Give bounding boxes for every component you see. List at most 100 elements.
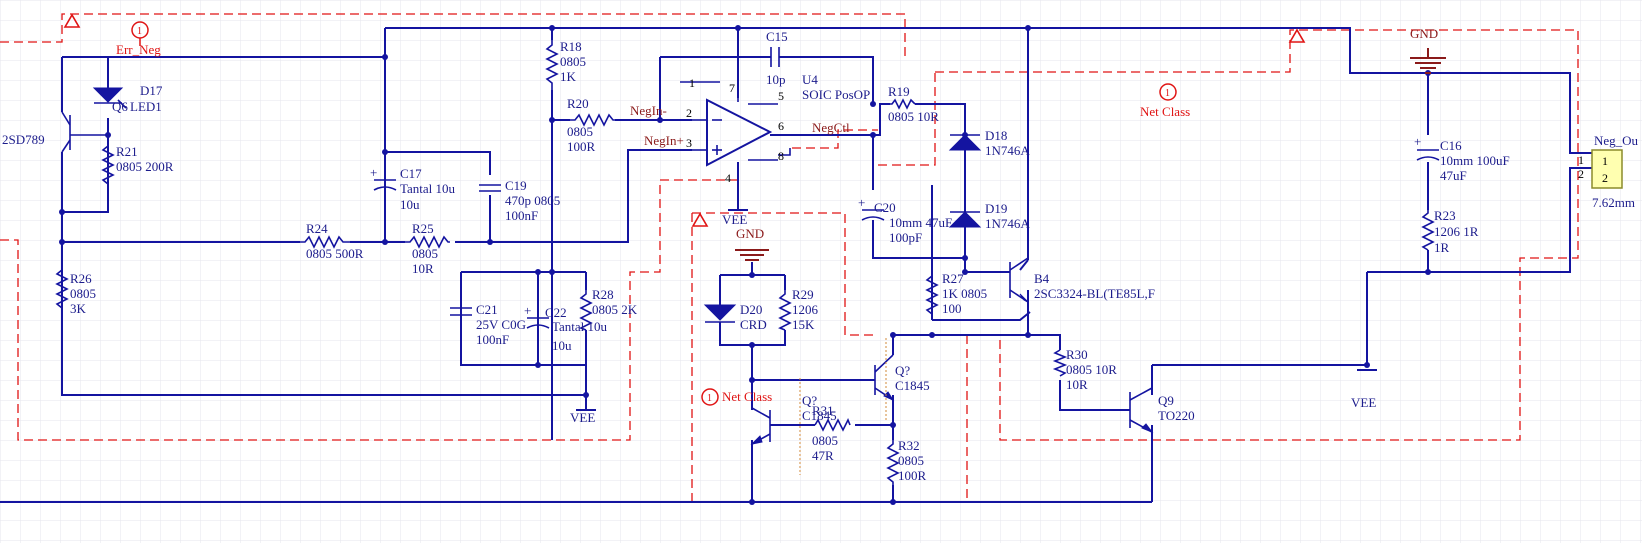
net-class-label-bottom: Net Class — [722, 389, 772, 404]
svg-text:+: + — [1414, 134, 1421, 149]
r29-line1: 1206 — [792, 302, 819, 317]
r20-line1: 0805 — [567, 124, 593, 139]
b4-value: 2SC3324-BL(TE85L,F — [1034, 286, 1155, 301]
u4-pin-7: 7 — [729, 81, 735, 95]
svg-text:+: + — [370, 165, 377, 180]
triangle-icon — [691, 212, 709, 227]
net-class-label-right: Net Class — [1140, 104, 1190, 119]
r27-line1: 1K 0805 — [942, 286, 987, 301]
d17-ref: D17 — [140, 83, 163, 98]
u4-pin-6: 6 — [778, 119, 784, 133]
q9-symbol — [1129, 387, 1154, 434]
u4-pin-4: 4 — [725, 171, 731, 185]
net-class-icon: 1 — [131, 21, 149, 46]
c22-symbol: + — [524, 303, 550, 329]
connector-ref: Neg_Ou — [1594, 133, 1639, 148]
r28-ref: R28 — [592, 287, 614, 302]
svg-text:1: 1 — [137, 26, 142, 37]
diode-symbols — [92, 87, 982, 335]
svg-text:1: 1 — [707, 393, 712, 404]
c17-symbol: + — [370, 165, 397, 200]
c20-symbol: + — [858, 195, 885, 221]
c17-line1: Tantal 10u — [400, 181, 456, 196]
vee-port-opamp[interactable]: VEE — [722, 209, 748, 227]
r25-line2: 10R — [412, 261, 434, 276]
d18-ref: D18 — [985, 128, 1007, 143]
q-upper-symbol — [874, 354, 895, 402]
gnd-symbol-top[interactable]: GND — [1410, 26, 1446, 74]
c19-ref: C19 — [505, 178, 527, 193]
r27-line2: 100 — [942, 301, 962, 316]
c15-symbol — [765, 47, 785, 67]
d17-value: LED1 — [130, 99, 162, 114]
gnd-label-top: GND — [1410, 26, 1438, 41]
connector-value: 7.62mm — [1592, 195, 1635, 210]
opamp-u4-symbol[interactable]: 1 2 3 4 5 6 7 8 — [680, 76, 791, 185]
r27-ref: R27 — [942, 271, 964, 286]
r32-line2: 100R — [898, 468, 927, 483]
directive-markers: 1 1 1 — [63, 13, 1306, 406]
connector-neg-out[interactable]: 1 2 1 2 Neg_Ou 7.62mm — [1578, 133, 1639, 210]
r31-line1: 0805 — [812, 433, 838, 448]
vee-port-right[interactable]: VEE — [1351, 369, 1377, 410]
net-class-icon: 1 — [1159, 83, 1177, 101]
c15-value: 10p — [766, 72, 786, 87]
q9-value: TO220 — [1158, 408, 1195, 423]
q-upper-ref: Q? — [895, 363, 910, 378]
c19-symbol — [479, 184, 501, 192]
r30-line2: 10R — [1066, 377, 1088, 392]
connector-side-pin-2: 2 — [1578, 167, 1584, 181]
c20-line2: 100pF — [889, 230, 922, 245]
d20-symbol — [703, 290, 737, 335]
r26-line2: 3K — [70, 301, 87, 316]
net-label-neg-in-plus: NegIn+ — [644, 133, 684, 148]
d18-value: 1N746A — [985, 143, 1030, 158]
junctions — [59, 25, 1431, 505]
q9-ref: Q9 — [1158, 393, 1174, 408]
r26-line1: 0805 — [70, 286, 96, 301]
vee-port-left[interactable]: VEE — [570, 409, 596, 425]
transistor-symbols — [61, 111, 1154, 445]
q6-symbol — [61, 111, 108, 212]
r32-line1: 0805 — [898, 453, 924, 468]
r28-symbol — [579, 290, 593, 331]
r25-symbol — [405, 235, 450, 249]
r23-line2: 1R — [1434, 240, 1450, 255]
c17-ref: C17 — [400, 166, 422, 181]
c22-line1: Tantal 10u — [552, 319, 608, 334]
r24-symbol — [300, 235, 350, 249]
r21-symbol — [101, 140, 115, 192]
r18-ref: R18 — [560, 39, 582, 54]
r29-symbol — [778, 290, 792, 331]
r27-symbol — [925, 272, 939, 315]
u4-ref: U4 — [802, 72, 818, 87]
r23-symbol — [1421, 210, 1435, 251]
r28-value: 0805 2K — [592, 302, 638, 317]
u4-pin-8: 8 — [778, 149, 784, 163]
vee-label-right: VEE — [1351, 395, 1376, 410]
component-labels: D17 Q6 LED1 2SD789 R21 0805 200R R18 080… — [2, 29, 1510, 483]
r19-value: 0805 10R — [888, 109, 939, 124]
c16-symbol: + — [1414, 134, 1440, 161]
u4-pin-1: 1 — [689, 76, 695, 90]
c20-line1: 10mm 47uF — [889, 215, 952, 230]
c17-line2: 10u — [400, 197, 420, 212]
u4-pin-2: 2 — [686, 106, 692, 120]
q6-ref: Q6 — [112, 99, 128, 114]
connector-pin-1: 1 — [1602, 154, 1608, 168]
c21-ref: C21 — [476, 302, 498, 317]
c15-ref: C15 — [766, 29, 788, 44]
r21-value: 0805 200R — [116, 159, 174, 174]
c19-line2: 100nF — [505, 208, 538, 223]
r18-line1: 0805 — [560, 54, 586, 69]
c22-ref: C22 — [545, 305, 567, 320]
net-labels: Err_Neg NegIn- NegIn+ NegCtl Net Class N… — [116, 42, 1190, 404]
r25-line1: 0805 — [412, 246, 438, 261]
svg-text:+: + — [858, 195, 865, 210]
gnd-symbol-mid[interactable]: GND — [735, 226, 769, 261]
d19-value: 1N746A — [985, 216, 1030, 231]
r19-symbol — [890, 98, 916, 110]
q-lower-ref: Q? — [802, 393, 817, 408]
r25-ref: R25 — [412, 221, 434, 236]
